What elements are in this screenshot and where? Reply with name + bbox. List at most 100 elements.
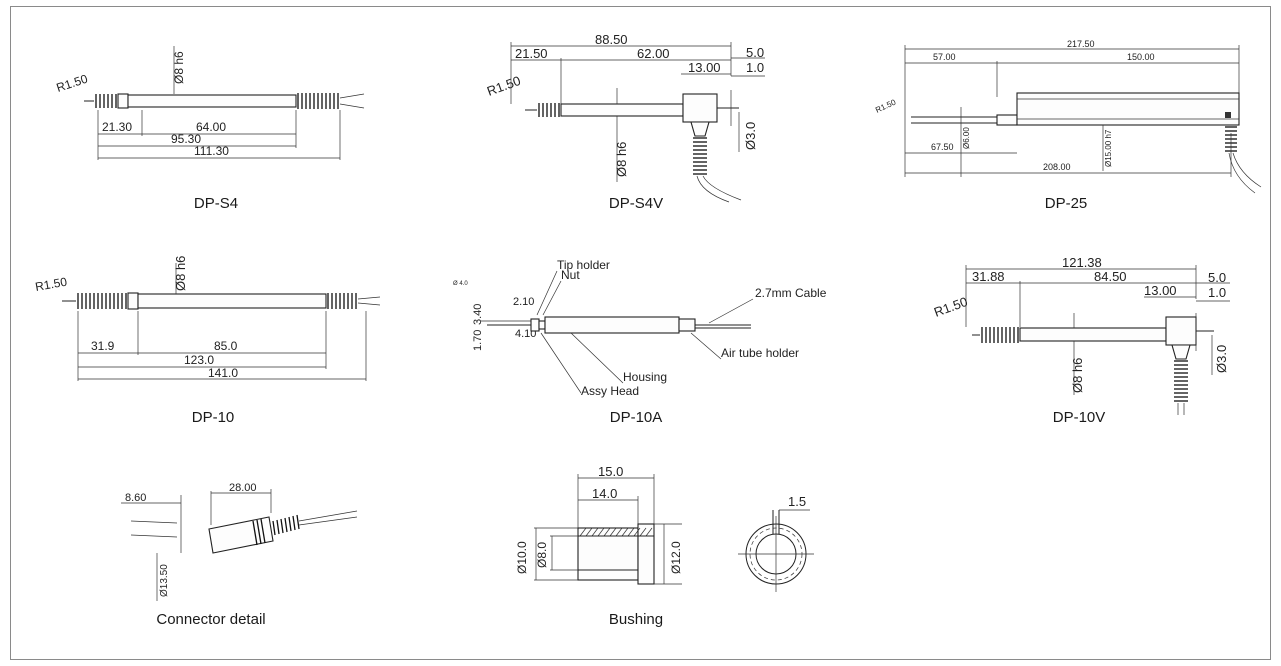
dp-s4-tip-spring [95,94,117,108]
dp-10a-tip-label: Tip holder [557,258,610,272]
bushing-dim-b: 14.0 [592,486,617,501]
dp-10-dim-b: 85.0 [214,339,238,353]
dp-25-dim-c: 67.50 [931,142,954,152]
dp-s4v-dim-a: 21.50 [515,46,548,61]
dp-10-dim-d: 141.0 [208,366,238,380]
dp-s4v-head [682,93,718,123]
dp-25-drawing: 217.50 57.00 150.00 R1.50 Ø6.00 Ø15.00 h… [874,39,1262,194]
dp-10v-dim-c: 13.00 [1144,283,1177,298]
dp-10v-dim-b: 84.50 [1094,269,1127,284]
dp-s4v-dia: Ø8 h6 [614,142,629,177]
dp-10-body [137,293,327,309]
dp-s4-dim-d: 111.30 [194,144,229,158]
dp-s4v-dia2: Ø3.0 [743,122,758,150]
dp-10v-tip-spring [981,327,1019,343]
dp-10a-housing-label: Housing [623,370,667,384]
dp-10v-total: 121.38 [1062,255,1102,270]
connector-drawing: 8.60 28.00 Ø13.50 [121,482,358,601]
dp-s4v-total: 88.50 [595,32,628,47]
caption-dp-10: DP-10 [191,409,235,426]
dp-10-dia: Ø8 h6 [173,256,188,291]
dp-10a-cable-label: 2.7mm Cable [755,286,827,300]
drawing-dp-10: R1.50 Ø8 h6 31.9 85.0 123.0 141.0 [34,256,386,387]
drawing-dp-s4: R1.50 Ø8 h6 21.30 64.00 95.30 111.30 [46,32,366,202]
connector-dim-a: 8.60 [125,492,146,504]
dp-s4-cable-spring [297,93,339,109]
dp-s4v-dim-e: 1.0 [746,60,764,75]
caption-dp-10v: DP-10V [1052,409,1106,426]
dp-10-cable-spring [327,293,357,309]
dp-10-drawing: R1.50 Ø8 h6 31.9 85.0 123.0 141.0 [34,256,381,381]
dp-10-dim-c: 123.0 [184,353,214,367]
connector-dia: Ø13.50 [159,564,170,597]
dp-s4-dia-label: Ø8 h6 [172,51,186,84]
bushing-dia-inner: Ø8.0 [535,542,549,568]
dp-s4v-body [560,103,684,117]
caption-bushing: Bushing [608,611,664,628]
dp-25-dim-a: 57.00 [933,52,956,62]
dp-10-radius: R1.50 [34,275,68,294]
caption-dp-25: DP-25 [1044,195,1088,212]
dp-25-dia: Ø6.00 [962,127,971,149]
dp-10a-nut-label: Nut [561,268,580,282]
connector-spring [272,514,300,536]
dp-s4-tip-collar [117,93,129,109]
dp-10v-head [1165,316,1197,346]
drawing-connector: 8.60 28.00 Ø13.50 [121,477,371,602]
dp-10a-head-label: Assy Head [581,384,639,398]
caption-dp-10a: DP-10A [609,409,663,426]
dp-10v-dim-e: 1.0 [1208,285,1226,300]
drawing-dp-25: 217.50 57.00 150.00 R1.50 Ø6.00 Ø15.00 h… [871,37,1262,197]
caption-dp-s4: DP-S4 [193,195,239,212]
connector-dim-b: 28.00 [229,482,257,494]
bushing-dia-outer: Ø10.0 [515,541,529,574]
dp-s4v-dim-b: 62.00 [637,46,670,61]
caption-dp-s4v: DP-S4V [608,195,664,212]
dp-10a-air-label: Air tube holder [721,346,799,360]
dp-10v-cable-spring [1174,360,1188,402]
bushing-end-view [738,509,814,592]
dp-10-dim-a: 31.9 [91,339,115,353]
dp-10v-dim-a: 31.88 [972,269,1005,284]
dp-10a-dim-d: 3.40 [472,304,484,325]
dp-10v-drawing: 121.38 31.88 84.50 13.00 5.0 1.0 R1.50 [932,255,1230,415]
caption-connector: Connector detail [156,611,266,628]
dp-s4-dim-a: 21.30 [102,120,132,134]
drawing-bushing: 15.0 14.0 Ø10.0 Ø8.0 Ø12.0 [506,462,836,602]
dp-s4-radius-label: R1.50 [55,72,90,95]
dp-s4v-dim-c: 13.00 [688,60,721,75]
dp-10a-dim-c: 1.70 [472,330,484,351]
dp-10-tip-spring [77,293,127,309]
dp-25-dim-b: 150.00 [1127,52,1155,62]
bushing-drawing: 15.0 14.0 Ø10.0 Ø8.0 Ø12.0 [515,464,814,592]
dp-10v-dim-d: 5.0 [1208,270,1226,285]
dp-10a-dim-a: 2.10 [513,296,534,308]
dp-25-body [1016,92,1240,126]
dp-10v-dia: Ø8 h6 [1070,358,1085,393]
dp-25-radius: R1.50 [874,97,898,114]
dp-10a-drawing: Tip holder Nut Ø 4.0 1.70 3.40 2.10 4.10… [453,258,827,398]
drawing-dp-10v: 121.38 31.88 84.50 13.00 5.0 1.0 R1.50 [916,255,1246,415]
dp-25-total: 217.50 [1067,39,1095,49]
bushing-section [577,527,639,581]
dp-s4-drawing: R1.50 Ø8 h6 21.30 64.00 95.30 111.30 [55,46,365,160]
bushing-dia-flange: Ø12.0 [669,541,683,574]
dp-25-dim-d: 208.00 [1043,162,1071,172]
drawing-dp-s4v: 88.50 21.50 62.00 13.00 5.0 1.0 Ø8 [469,32,769,212]
bushing-dim-c: 1.5 [788,494,806,509]
drawing-sheet: R1.50 Ø8 h6 21.30 64.00 95.30 111.30 DP-… [10,6,1271,660]
dp-s4v-tip-spring [538,103,560,117]
dp-s4-dim-c: 95.30 [171,132,201,146]
dp-s4v-dim-d: 5.0 [746,45,764,60]
dp-25-dia2: Ø15.00 h7 [1104,129,1113,167]
dp-10v-body [1019,327,1167,342]
dp-s4v-cable-spring [693,137,707,175]
dp-10a-dim-e: Ø 4.0 [453,281,468,287]
dp-10a-housing [544,316,680,334]
bushing-dim-a: 15.0 [598,464,623,479]
dp-s4v-drawing: 88.50 21.50 62.00 13.00 5.0 1.0 Ø8 [485,32,765,203]
dp-s4-dim-b: 64.00 [196,120,226,134]
drawing-dp-10a: Tip holder Nut Ø 4.0 1.70 3.40 2.10 4.10… [451,255,831,398]
dp-10v-dia2: Ø3.0 [1214,345,1229,373]
dp-s4-body [127,94,297,108]
